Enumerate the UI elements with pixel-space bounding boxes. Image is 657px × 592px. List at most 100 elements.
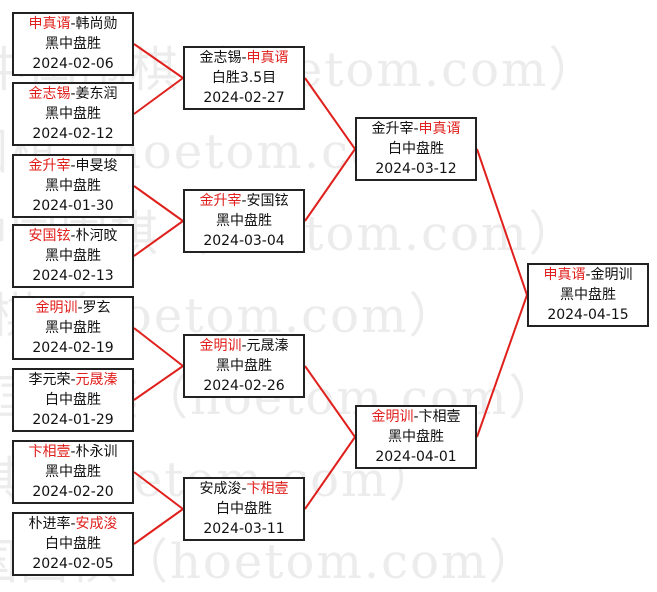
match-result: 黑中盘胜 — [45, 248, 101, 264]
match-date: 2024-02-27 — [203, 90, 285, 106]
match-date: 2024-02-19 — [32, 340, 114, 356]
match-box-r1-4: 安国铉-朴河旼黑中盘胜 2024-02-13 — [12, 224, 134, 288]
connector-line — [304, 148, 356, 222]
match-box-r1-1: 申真谞-韩尚勋黑中盘胜 2024-02-06 — [12, 12, 134, 76]
result-row: 黑中盘胜 — [216, 211, 272, 231]
result-row: 黑中盘胜 — [45, 246, 101, 266]
match-players: 金升宰-申旻埈 — [28, 156, 117, 176]
player-white: 卞相壹 — [418, 409, 461, 425]
result-row: 白中盘胜 — [388, 139, 444, 159]
match-result: 白中盘胜 — [216, 501, 272, 517]
match-date: 2024-02-26 — [203, 378, 285, 394]
match-result: 黑中盘胜 — [45, 464, 101, 480]
separator: - — [241, 193, 247, 209]
result-row: 黑中盘胜 — [45, 462, 101, 482]
separator: - — [413, 409, 419, 425]
separator: - — [241, 338, 247, 354]
player-black: 朴进率 — [28, 516, 71, 532]
date-row: 2024-02-26 — [203, 376, 284, 396]
player-white: 元晟溱 — [75, 372, 118, 388]
player-black: 金志锡 — [199, 50, 242, 66]
date-row: 2024-02-06 — [32, 54, 113, 74]
date-row: 2024-02-13 — [32, 266, 113, 286]
match-box-r2-4: 安成浚-卞相壹白中盘胜 2024-03-11 — [183, 477, 305, 541]
separator: - — [585, 267, 591, 283]
date-row: 2024-01-29 — [32, 410, 113, 430]
match-date: 2024-02-13 — [32, 268, 114, 284]
separator: - — [70, 86, 76, 102]
match-result: 白中盘胜 — [388, 141, 444, 157]
result-row: 黑中盘胜 — [45, 34, 101, 54]
match-box-r1-2: 金志锡-姜东润黑中盘胜 2024-02-12 — [12, 82, 134, 146]
match-box-final: 申真谞-金明训黑中盘胜 2024-04-15 — [527, 263, 649, 327]
player-black: 申真谞 — [543, 267, 586, 283]
result-row: 黑中盘胜 — [45, 104, 101, 124]
player-black: 卞相壹 — [28, 444, 71, 460]
separator: - — [70, 16, 76, 32]
match-result: 黑中盘胜 — [560, 287, 616, 303]
date-row: 2024-02-27 — [203, 88, 284, 108]
player-white: 申真谞 — [418, 121, 461, 137]
player-white: 朴永训 — [75, 444, 118, 460]
player-white: 卞相壹 — [246, 481, 289, 497]
match-box-r1-8: 朴进率-安成浚白中盘胜 2024-02-05 — [12, 512, 134, 576]
match-date: 2024-03-11 — [203, 521, 285, 537]
match-players: 申真谞-金明训 — [543, 265, 632, 285]
match-players: 金升宰-安国铉 — [199, 191, 288, 211]
connector-line — [133, 43, 184, 79]
match-players: 朴进率-安成浚 — [28, 514, 117, 534]
player-black: 金明训 — [35, 300, 78, 316]
match-date: 2024-01-29 — [32, 412, 114, 428]
match-result: 白中盘胜 — [45, 536, 101, 552]
match-result: 白胜3.5目 — [211, 70, 277, 86]
separator: - — [70, 228, 76, 244]
player-black: 安国铉 — [28, 228, 71, 244]
player-black: 李元荣 — [28, 372, 71, 388]
match-date: 2024-02-05 — [32, 556, 114, 572]
connector-line — [133, 77, 184, 115]
match-result: 白中盘胜 — [45, 392, 101, 408]
separator: - — [70, 444, 76, 460]
result-row: 黑中盘胜 — [388, 427, 444, 447]
result-row: 白中盘胜 — [45, 534, 101, 554]
connector-line — [133, 508, 184, 545]
player-white: 朴河旼 — [75, 228, 118, 244]
match-players: 金志锡-姜东润 — [28, 84, 117, 104]
match-players: 卞相壹-朴永训 — [28, 442, 117, 462]
date-row: 2024-04-01 — [375, 447, 456, 467]
connector-line — [133, 471, 184, 510]
match-players: 李元荣-元晟溱 — [28, 370, 117, 390]
separator: - — [241, 481, 247, 497]
match-result: 黑中盘胜 — [45, 36, 101, 52]
separator: - — [70, 158, 76, 174]
match-date: 2024-04-01 — [375, 449, 457, 465]
match-date: 2024-02-12 — [32, 126, 114, 142]
player-black: 申真谞 — [28, 16, 71, 32]
player-black: 安成浚 — [199, 481, 242, 497]
connector-line — [133, 220, 184, 257]
player-black: 金升宰 — [371, 121, 414, 137]
player-white: 罗玄 — [82, 300, 111, 316]
separator: - — [70, 516, 76, 532]
player-white: 安成浚 — [75, 516, 118, 532]
result-row: 白中盘胜 — [45, 390, 101, 410]
connector-line — [304, 365, 356, 438]
match-result: 黑中盘胜 — [45, 106, 101, 122]
match-players: 金升宰-申真谞 — [371, 119, 460, 139]
connector-line — [304, 77, 356, 150]
match-date: 2024-04-15 — [547, 307, 629, 323]
match-players: 申真谞-韩尚勋 — [28, 14, 117, 34]
date-row: 2024-04-15 — [547, 305, 628, 325]
player-black: 金升宰 — [28, 158, 71, 174]
date-row: 2024-03-12 — [375, 159, 456, 179]
match-result: 黑中盘胜 — [45, 320, 101, 336]
match-players: 金志锡-申真谞 — [199, 48, 288, 68]
match-box-r1-6: 李元荣-元晟溱白中盘胜 2024-01-29 — [12, 368, 134, 432]
player-white: 金明训 — [590, 267, 633, 283]
